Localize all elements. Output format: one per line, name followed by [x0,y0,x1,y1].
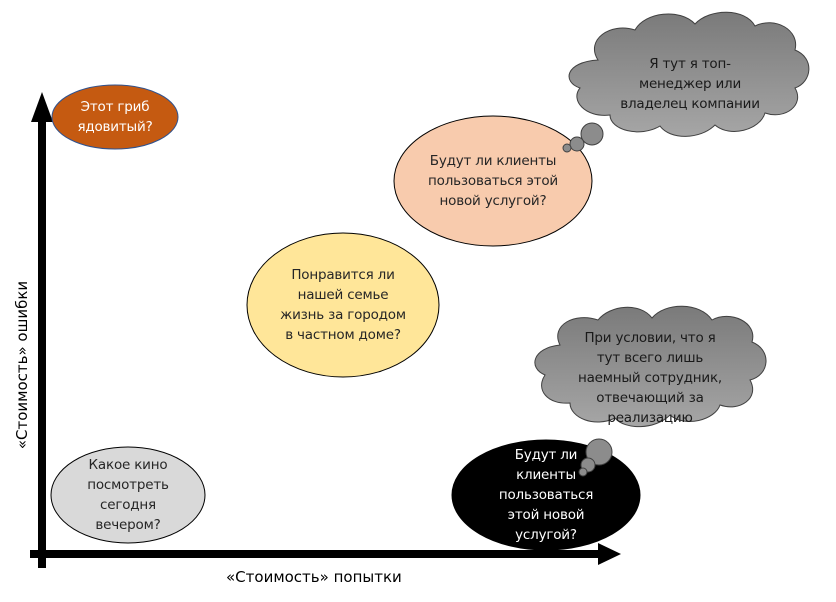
node-country-house-label: Понравится ли нашей семье жизнь за городом… [280,265,406,345]
label-line: Я тут я топ- [649,56,731,72]
node-movie: Какое кино посмотреть сегодня вечером? [51,447,205,543]
thought-owner-label: Я тут я топ-менеджер или владелец компани… [620,54,760,114]
y-axis [31,92,53,568]
label-line: посмотреть [87,477,169,493]
thought-employee: При условии, что я тут всего лишь наемный … [555,328,745,428]
thought-cloud-employee [534,305,767,477]
node-movie-shape [50,446,206,544]
label-line: новой услугой? [439,193,547,209]
label-line: сегодня [100,497,156,513]
node-clients-owner: Будут ли клиенты пользоваться этой новой у… [394,116,592,246]
node-clients-employee: Будут ли клиенты пользоваться этой новой усл… [452,440,640,550]
thought-employee-label: При условии, что я тут всего лишь наемный … [578,328,722,428]
label-line: наемный сотрудник, [577,370,723,386]
label-line: владелец компании [620,96,760,112]
node-country-house-shape [246,232,440,378]
y-axis-label: «Стоимость» ошибки [13,280,31,450]
thought-cloud-owner [562,11,810,153]
label-line: менеджер или [638,76,742,92]
x-axis-label: «Стоимость» попытки [226,568,402,586]
node-country-house: Понравится ли нашей семье жизнь за городом… [247,233,439,377]
label-line: При условии, что я [584,330,716,346]
label-line: отвечающий за [596,390,704,406]
label-line: Будут ли клиенты [429,153,557,169]
label-line: клиенты [516,467,576,483]
label-line: жизнь за городом [280,307,406,323]
label-line: реализацию [607,410,693,426]
label-line: услугой? [515,527,577,543]
label-line: Этот гриб [80,99,150,115]
label-line: пользоваться [498,487,594,503]
node-mushroom-shape [51,84,179,150]
node-mushroom-label: Этот гриб ядовитый? [77,97,152,137]
thought-owner: Я тут я топ-менеджер или владелец компани… [590,48,790,120]
x-axis [30,543,621,565]
node-mushroom: Этот гриб ядовитый? [52,85,178,149]
node-clients-owner-shape [393,115,593,247]
node-movie-label: Какое кино посмотреть сегодня вечером? [87,455,169,535]
label-line: Будут ли [514,447,578,463]
node-clients-employee-label: Будут ли клиенты пользоваться этой новой усл… [498,445,594,545]
label-line: в частном доме? [285,327,401,343]
label-line: Понравится ли [291,267,395,283]
label-line: ядовитый? [77,119,153,135]
label-line: пользоваться этой [428,173,558,189]
label-line: этой новой [507,507,585,523]
label-line: вечером? [95,517,161,533]
label-line: нашей семье [297,287,389,303]
label-line: тут всего лишь [596,350,704,366]
node-clients-owner-label: Будут ли клиенты пользоваться этой новой у… [428,151,558,211]
label-line: Какое кино [88,457,168,473]
